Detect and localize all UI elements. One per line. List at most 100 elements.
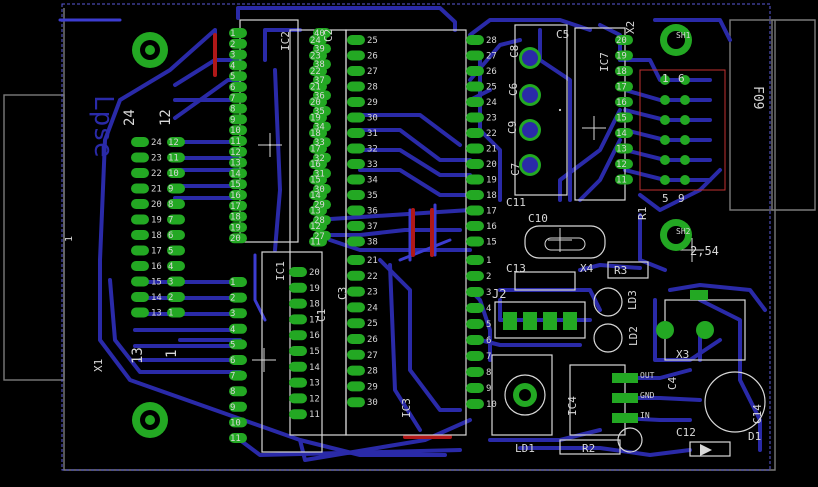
ic2-left-pad bbox=[229, 71, 247, 82]
ic3-left-pad bbox=[289, 282, 307, 293]
chip-c-left-pad bbox=[309, 66, 327, 76]
x1-right-pad bbox=[167, 137, 185, 147]
x1-left-pin-label: 14 bbox=[151, 293, 162, 303]
x1-bottom-pin-label: 9 bbox=[486, 384, 491, 394]
x1-bottom-pin-label: 8 bbox=[486, 368, 491, 378]
chip-c-right-pad bbox=[347, 81, 365, 92]
ic3-left-pin-label: 17 bbox=[309, 315, 320, 325]
ic2-right-pin-label: 29 bbox=[314, 201, 325, 211]
x1-bottom-pin-label: 10 bbox=[486, 400, 497, 410]
chip-c-left-pin-label: 20 bbox=[310, 98, 321, 108]
x1-left-pad bbox=[131, 168, 149, 178]
chip-d-right-pin-label: 28 bbox=[486, 36, 497, 46]
j2-pad bbox=[563, 312, 577, 330]
chip-c-right-pad bbox=[347, 205, 365, 216]
chip-c-left-pin-label: 14 bbox=[310, 191, 321, 201]
chip-d-right-pin-label: 17 bbox=[486, 207, 497, 217]
ic1-left-pad bbox=[229, 355, 247, 365]
ic2-left-pin-label: 15 bbox=[230, 180, 241, 190]
ic2-left-pin-label: 17 bbox=[230, 202, 241, 212]
ic3-right-pin-label: 30 bbox=[367, 398, 378, 408]
x1-right-pin-label: 9 bbox=[168, 185, 173, 195]
x1-right-pin-label: 8 bbox=[168, 200, 173, 210]
chip-d-right-pad bbox=[466, 236, 484, 247]
chip-d-right-pin-label: 23 bbox=[486, 114, 497, 124]
mounting-holes bbox=[132, 24, 692, 438]
ic2-right-pin-label: 35 bbox=[314, 107, 325, 117]
chip-d-right-pad bbox=[466, 50, 484, 61]
label-j2: J2 bbox=[492, 287, 506, 301]
ic2-left-pad bbox=[229, 190, 247, 200]
ic3-left-pad bbox=[289, 361, 307, 372]
ic2-left-pad bbox=[229, 125, 247, 136]
label-r3: R3 bbox=[614, 264, 627, 277]
chip-c-right-pin-label: 26 bbox=[367, 52, 378, 62]
ic3-left-pin-label: 11 bbox=[309, 410, 320, 420]
chip-c-right-pin-label: 36 bbox=[367, 207, 378, 217]
ic7-left-pin-label: 19 bbox=[616, 52, 627, 62]
x1-left-pin-label: 16 bbox=[151, 262, 162, 272]
label-x2: X2 bbox=[624, 21, 637, 34]
chip-d-right-pin-label: 19 bbox=[486, 176, 497, 186]
f09-pad bbox=[680, 135, 690, 145]
label-x1-pin-1: 1 bbox=[164, 350, 180, 358]
ic1-left-pin-label: 9 bbox=[230, 403, 235, 413]
ic1-left-pin-label: 11 bbox=[230, 434, 241, 444]
connector-body bbox=[639, 69, 726, 191]
x1-left-pin-label: 23 bbox=[151, 154, 162, 164]
ic7-left-pin-label: 20 bbox=[616, 36, 627, 46]
ic3-left-pad bbox=[289, 346, 307, 356]
chip-c-right-pin-label: 28 bbox=[367, 83, 378, 93]
x1-right-pad bbox=[167, 183, 185, 194]
label-gnd: GND bbox=[640, 391, 655, 400]
ic1-left-pad bbox=[229, 386, 247, 397]
ic7-left-pad bbox=[615, 128, 633, 138]
ic1-left-pad bbox=[229, 433, 247, 443]
label-x1-pin-12: 12 bbox=[158, 109, 174, 126]
f09-pad bbox=[660, 155, 670, 165]
chip-d-right-pin-label: 24 bbox=[486, 98, 497, 108]
chip-d-right-pin-label: 16 bbox=[486, 222, 497, 232]
x1-left-pin-label: 21 bbox=[151, 185, 162, 195]
label-conn-1: 1 bbox=[662, 72, 669, 85]
ic2-left-pad bbox=[229, 222, 247, 233]
ic2-left-pin-label: 9 bbox=[230, 115, 235, 125]
chip-d-right-pad bbox=[466, 205, 484, 216]
chip-c-left-pin-label: 24 bbox=[310, 36, 321, 46]
x1-right-pin-label: 12 bbox=[168, 138, 179, 148]
f09-pad bbox=[660, 75, 670, 85]
ic3-left-pin-label: 14 bbox=[309, 363, 320, 373]
ic2-right-pin-label: 31 bbox=[314, 169, 325, 179]
x1-left-pin-label: 18 bbox=[151, 231, 162, 241]
ic2-right-pin-label: 28 bbox=[314, 216, 325, 226]
chip-c-right-pin-label: 31 bbox=[367, 129, 378, 139]
label-c3: C3 bbox=[336, 287, 349, 300]
chip-c-left-pad bbox=[309, 143, 327, 154]
ic2-left-pin-label: 16 bbox=[230, 191, 241, 201]
ic2-left-pin-label: 3 bbox=[230, 51, 235, 61]
ic2-left-pin-label: 2 bbox=[230, 40, 235, 50]
x1-right-pad bbox=[167, 168, 185, 178]
label-c8: C8 bbox=[508, 45, 521, 58]
x1-bottom-pad bbox=[466, 255, 484, 265]
x1-left-pin-label: 24 bbox=[151, 138, 162, 148]
x1-left-pin-label: 20 bbox=[151, 200, 162, 210]
label-ic2: IC2 bbox=[279, 31, 292, 51]
x1-bottom-pin-label: 7 bbox=[486, 352, 491, 362]
x1-left-pad bbox=[131, 261, 149, 271]
ic7-left-pin-label: 16 bbox=[616, 98, 627, 108]
label-ic1: IC1 bbox=[274, 261, 287, 281]
chip-c-left-pin-label: 16 bbox=[310, 160, 321, 170]
label-out: OUT bbox=[640, 371, 655, 380]
x1-left-pad bbox=[131, 307, 149, 318]
ic2-left-pin-label: 6 bbox=[230, 83, 235, 93]
chip-c-right-pad bbox=[347, 112, 365, 123]
ic2-left-pin-label: 19 bbox=[230, 223, 241, 233]
x1-bottom-pin-label: 4 bbox=[486, 304, 491, 314]
ic3-right-pad bbox=[347, 286, 365, 297]
x1-left-pad bbox=[131, 152, 149, 163]
x1-right-pad bbox=[167, 307, 185, 318]
ic1-left-pin-label: 3 bbox=[230, 309, 235, 319]
label-in: IN bbox=[640, 411, 650, 420]
chip-c-right-pin-label: 38 bbox=[367, 238, 378, 248]
